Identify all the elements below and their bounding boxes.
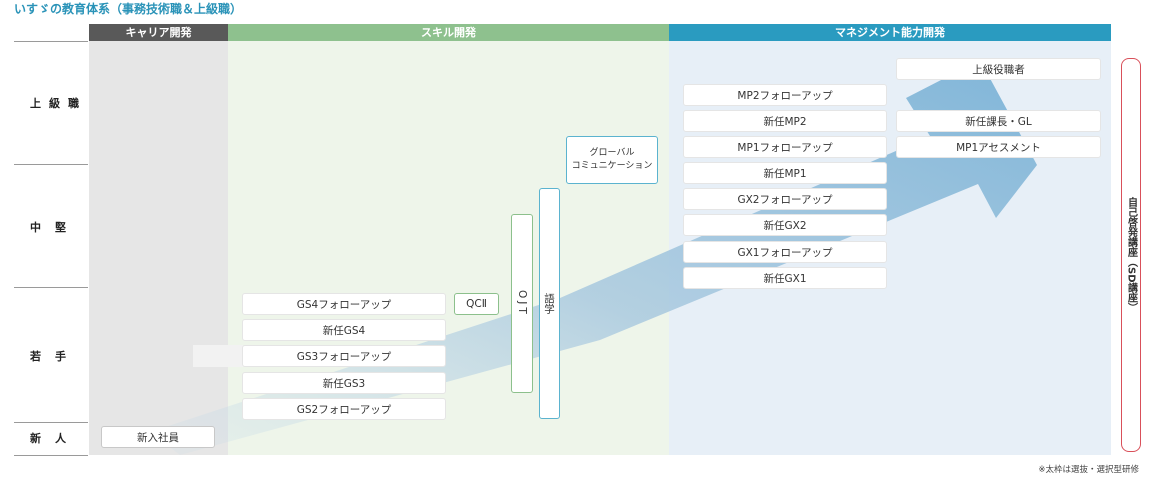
career-column-bg xyxy=(89,41,228,455)
language-training: 語学 xyxy=(539,188,560,419)
row-divider xyxy=(14,41,88,42)
new-gs3-training: 新任GS3 xyxy=(242,372,446,394)
new-mp1-training: 新任MP1 xyxy=(683,162,887,184)
senior-officer-training: 上級役職者 xyxy=(896,58,1101,80)
skill-header: スキル開発 xyxy=(228,24,669,41)
self-development-label: 自己啓発講座（SD講座） xyxy=(1125,197,1137,313)
new-gx2-training: 新任GX2 xyxy=(683,214,887,236)
page-title: いすゞの教育体系（事務技術職＆上級職） xyxy=(14,2,243,16)
management-header: マネジメント能力開発 xyxy=(669,24,1111,41)
qc2-training: QCⅡ xyxy=(454,293,499,315)
career-header: キャリア開発 xyxy=(89,24,228,41)
mp1-followup-training: MP1フォローアップ xyxy=(683,136,887,158)
footnote: ※太枠は選抜・選択型研修 xyxy=(1038,465,1139,475)
row-divider xyxy=(14,455,88,456)
language-label: 語学 xyxy=(543,293,555,314)
row-label-senior: 上級職 xyxy=(30,97,87,110)
mp1-assessment: MP1アセスメント xyxy=(896,136,1101,158)
mp2-followup-training: MP2フォローアップ xyxy=(683,84,887,106)
gs2-followup-training: GS2フォローアップ xyxy=(242,398,446,420)
ojt-label: OJT xyxy=(516,290,528,317)
new-manager-gl-training: 新任課長・GL xyxy=(896,110,1101,132)
row-label-mid: 中堅 xyxy=(30,221,80,234)
new-mp2-training: 新任MP2 xyxy=(683,110,887,132)
global-comm-line1: グローバル xyxy=(589,148,635,158)
ojt-training: OJT xyxy=(511,214,533,393)
row-divider xyxy=(14,422,88,423)
new-gs4-training: 新任GS4 xyxy=(242,319,446,341)
gs3-followup-training: GS3フォローアップ xyxy=(242,345,446,367)
new-gx1-training: 新任GX1 xyxy=(683,267,887,289)
gx1-followup-training: GX1フォローアップ xyxy=(683,241,887,263)
gs4-followup-training: GS4フォローアップ xyxy=(242,293,446,315)
self-development-course: 自己啓発講座（SD講座） xyxy=(1121,58,1141,452)
row-label-young: 若手 xyxy=(30,350,80,363)
gx2-followup-training: GX2フォローアップ xyxy=(683,188,887,210)
row-label-new: 新人 xyxy=(30,432,80,445)
global-communication-training: グローバル コミュニケーション xyxy=(566,136,658,184)
row-divider xyxy=(14,164,88,165)
global-comm-line2: コミュニケーション xyxy=(571,161,653,171)
gs3-connector-bar xyxy=(193,345,243,367)
new-employee-training: 新入社員 xyxy=(101,426,215,448)
row-divider xyxy=(14,287,88,288)
